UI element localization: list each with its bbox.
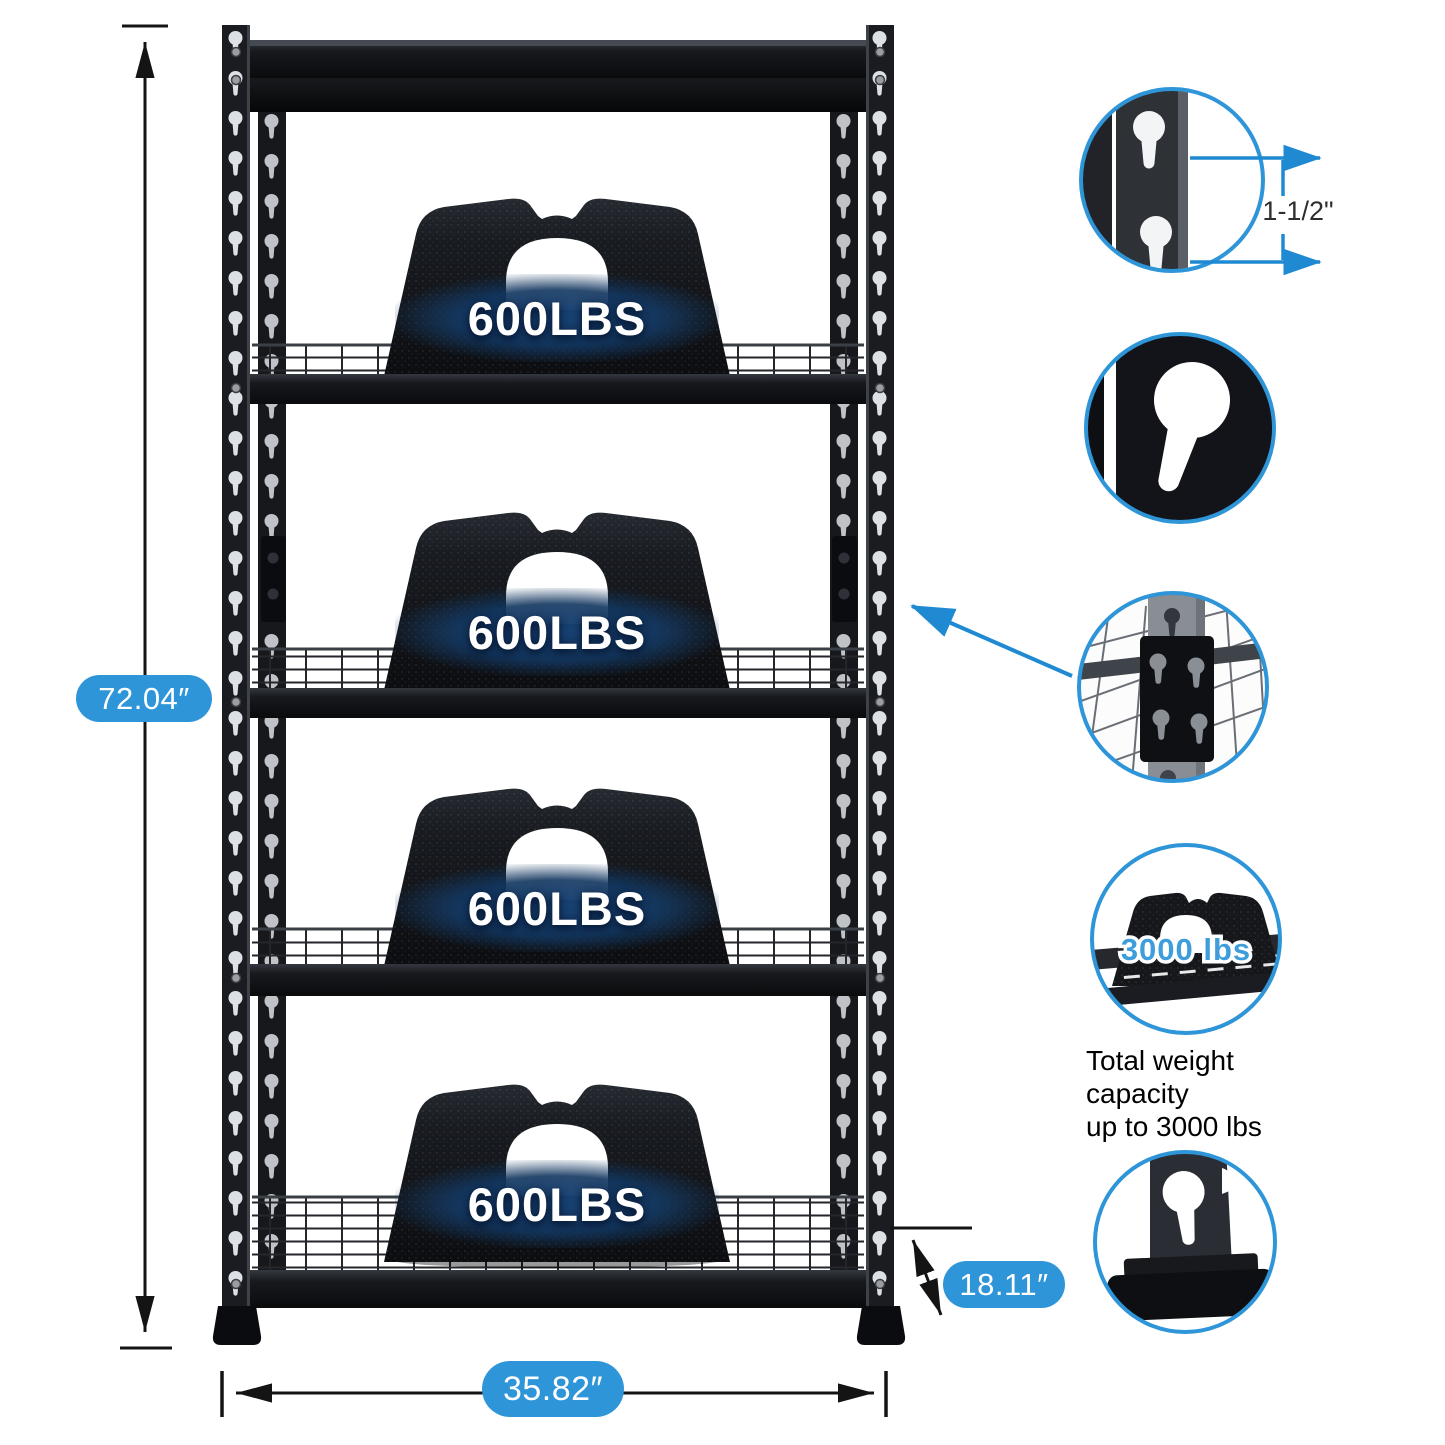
- hole-spacing-label: 1-1/2": [1262, 196, 1334, 226]
- label-glow: [395, 588, 719, 676]
- post-screws: [230, 46, 886, 1290]
- label-glow: [395, 864, 719, 952]
- width-dimension-label: 35.82″: [482, 1361, 624, 1417]
- capacity-text-line1: Total weight capacity: [1086, 1045, 1234, 1109]
- shelf-beams: [234, 40, 884, 1308]
- depth-dimension-label: 18.11″: [943, 1261, 1065, 1308]
- callout-corner-detail: [910, 591, 1269, 783]
- weight-block-1-label: 600LBS: [387, 270, 727, 366]
- shelf-feet: [212, 1306, 906, 1345]
- weight-block-3-label: 600LBS: [387, 860, 727, 956]
- callout-capacity: [1090, 843, 1282, 1035]
- capacity-text-line2: up to 3000 lbs: [1086, 1111, 1262, 1142]
- capacity-text: Total weight capacity up to 3000 lbs: [1086, 1044, 1326, 1143]
- callout-foot: [1093, 1150, 1277, 1334]
- hole-spacing-arrows: [1190, 144, 1322, 276]
- label-glow: [395, 274, 719, 362]
- capacity-badge: 3000 lbs 3000 lbs: [1117, 929, 1253, 971]
- shelf-post-front-left: [222, 25, 250, 1306]
- weight-block-2-label: 600LBS: [387, 584, 727, 680]
- callout-keyhole-closeup: [1084, 332, 1276, 524]
- label-glow: [395, 1160, 719, 1248]
- depth-dimension: [890, 1226, 972, 1316]
- callout-hole-spacing: [1079, 87, 1322, 276]
- shelf-post-front-right: [866, 25, 894, 1306]
- height-dimension-label: 72.04″: [76, 675, 212, 722]
- corner-detail-arrow: [910, 604, 1073, 678]
- weight-block-4-label: 600LBS: [387, 1156, 727, 1252]
